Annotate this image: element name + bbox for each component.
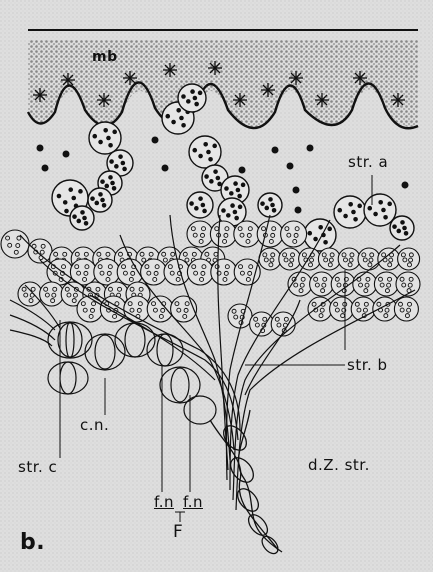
vesicular-cell <box>234 221 260 247</box>
dark-cell <box>89 122 121 154</box>
vesicular-cell <box>228 304 252 328</box>
dark-cell <box>258 193 282 217</box>
vesicular-cell <box>394 297 418 321</box>
vesicular-cell <box>353 272 377 296</box>
vesicular-cell <box>318 248 340 270</box>
vesicular-cell <box>234 259 260 285</box>
vesicular-cell <box>396 272 420 296</box>
dark-cell <box>390 216 414 240</box>
label-fn-right: f.n <box>183 495 203 510</box>
label-F: F <box>173 524 183 541</box>
dark-cell <box>304 219 336 251</box>
dark-cell <box>178 84 206 112</box>
vesicular-cell <box>40 282 64 306</box>
vesicular-cell <box>373 297 397 321</box>
dark-cell <box>70 206 94 230</box>
vesicular-cell <box>164 259 190 285</box>
vesicular-cell <box>281 221 307 247</box>
vesicular-cell <box>28 239 52 263</box>
vesicular-cell <box>94 259 120 285</box>
dark-cell <box>88 188 112 212</box>
panel-label: b. <box>20 532 45 554</box>
vesicular-cell <box>378 248 400 270</box>
vesicular-cell <box>398 248 420 270</box>
vesicular-cell <box>374 272 398 296</box>
vesicular-cell <box>331 272 355 296</box>
vesicular-cell <box>279 248 301 270</box>
vesicular-cell <box>259 248 281 270</box>
vesicular-cell <box>250 312 274 336</box>
label-str-b: str. b <box>347 358 388 373</box>
vesicular-cell <box>330 297 354 321</box>
vesicular-cell <box>117 259 143 285</box>
vesicular-cell <box>338 248 360 270</box>
vesicular-cell <box>257 221 283 247</box>
vesicular-cell <box>1 230 29 258</box>
vesicular-cell <box>210 221 236 247</box>
label-str-a: str. a <box>348 155 388 170</box>
vesicular-cell <box>308 297 332 321</box>
vesicular-cell <box>211 259 237 285</box>
dark-cell <box>364 194 396 226</box>
vesicular-cell <box>310 272 334 296</box>
label-str-c: str. c <box>18 460 57 475</box>
vesicular-cell <box>299 248 321 270</box>
vesicular-cell <box>187 259 213 285</box>
label-fn-left: f.n <box>154 495 174 510</box>
dark-cell <box>334 196 366 228</box>
label-cn: c.n. <box>80 418 109 433</box>
vesicular-cell <box>147 296 173 322</box>
vesicular-cell <box>358 248 380 270</box>
vesicular-cell <box>18 282 42 306</box>
dark-cell <box>189 136 221 168</box>
vesicular-cell <box>187 221 213 247</box>
vesicular-cell <box>70 259 96 285</box>
label-dz-str: d.Z. str. <box>308 458 370 473</box>
label-mb: mb <box>92 50 118 64</box>
dark-cell <box>187 192 213 218</box>
